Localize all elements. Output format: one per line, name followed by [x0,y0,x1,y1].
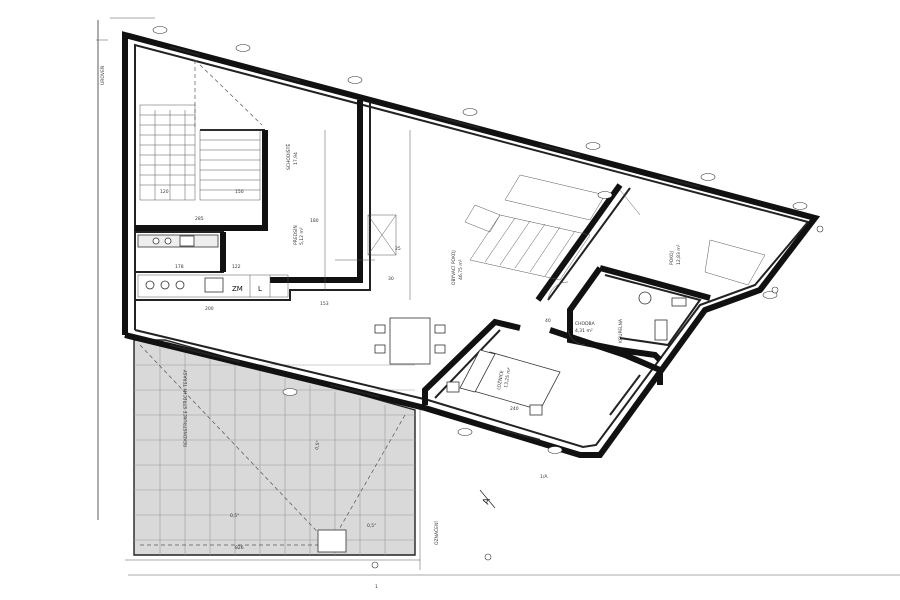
window-openings [169,46,701,441]
room-bathroom-name: KOUPELNA [618,318,624,343]
interior-walls [134,100,711,405]
marker-1a: 1/A [540,474,548,480]
terrace-slope-3: 0,5° [314,440,322,450]
bathroom: KOUPELNA [618,291,687,343]
dim-178: 178 [175,264,184,270]
bedroom: LOŽNICE 13,25 m² 240 [446,349,561,416]
extra-dims: 25 40 [395,246,551,324]
window-tags [152,26,808,454]
section-markers: A 1 1/A [371,225,824,590]
dim-40: 40 [545,318,551,324]
right-note: OZNAČENÍ [433,521,440,545]
room-hall-name: PŘEDSÍŇ [291,225,299,245]
terrace-note: REKONSTRUKCE STŘECHY TERASY [181,370,189,447]
room-bedroom-name: LOŽNICE [494,369,505,390]
room-corridor-area: 4,31 m² [575,328,593,334]
terrace-slope-2: 0,5° [367,523,376,529]
room-living-area: 46,75 m² [458,259,464,280]
room-bedroom-area: 13,25 m² [503,367,513,388]
drawing-border: ÚROVEŇ [96,17,900,576]
terrace: 0,5° 0,5° 0,5° REKONSTRUKCE STŘECHY TERA… [125,339,440,570]
staircase: SCHODIŠTĚ 17,94 120 285 150 [139,59,299,222]
dining-table [374,317,446,365]
section-marker-a: A [481,496,493,506]
terrace-drain [317,529,347,553]
room-living-name: OBÝVACÍ POKOJ [450,250,457,285]
terrace-slope-1: 0,5° [230,513,239,519]
living-room: OBÝVACÍ POKOJ 46,75 m² 30 [324,130,606,365]
dim-200: 200 [205,306,214,312]
room-stair-area: 17,94 [293,152,299,165]
room-corridor-name: CHODBA [575,321,596,327]
terrace-dimension: 826 [235,545,244,551]
terrace-tiles [134,340,415,555]
dim-153: 153 [320,301,329,307]
room-hall-area: 5,12 m² [299,227,305,245]
dim-150: 150 [235,189,244,195]
room-stair-name: SCHODIŠTĚ [284,144,292,170]
dim-120: 120 [160,189,169,195]
kitchen: ZM L 178 122 200 153 180 PŘEDSÍŇ 5,12 m² [137,218,329,312]
corridor: CHODBA 4,31 m² [547,281,596,346]
room-2-area: 12,83 m² [676,244,682,265]
dim-122: 122 [232,264,241,270]
kitchen-l: L [258,285,262,293]
marker-1: 1 [375,584,378,590]
dim-30: 30 [388,276,394,282]
dim-25: 25 [395,246,401,252]
room-2: POKOJ 12,83 m² [619,189,766,286]
dim-240: 240 [510,406,519,412]
side-note: ÚROVEŇ [99,66,106,85]
dim-180: 180 [310,218,319,224]
kitchen-zm: ZM [232,285,243,293]
dim-285: 285 [195,216,204,222]
room-2-name: POKOJ [669,251,675,265]
